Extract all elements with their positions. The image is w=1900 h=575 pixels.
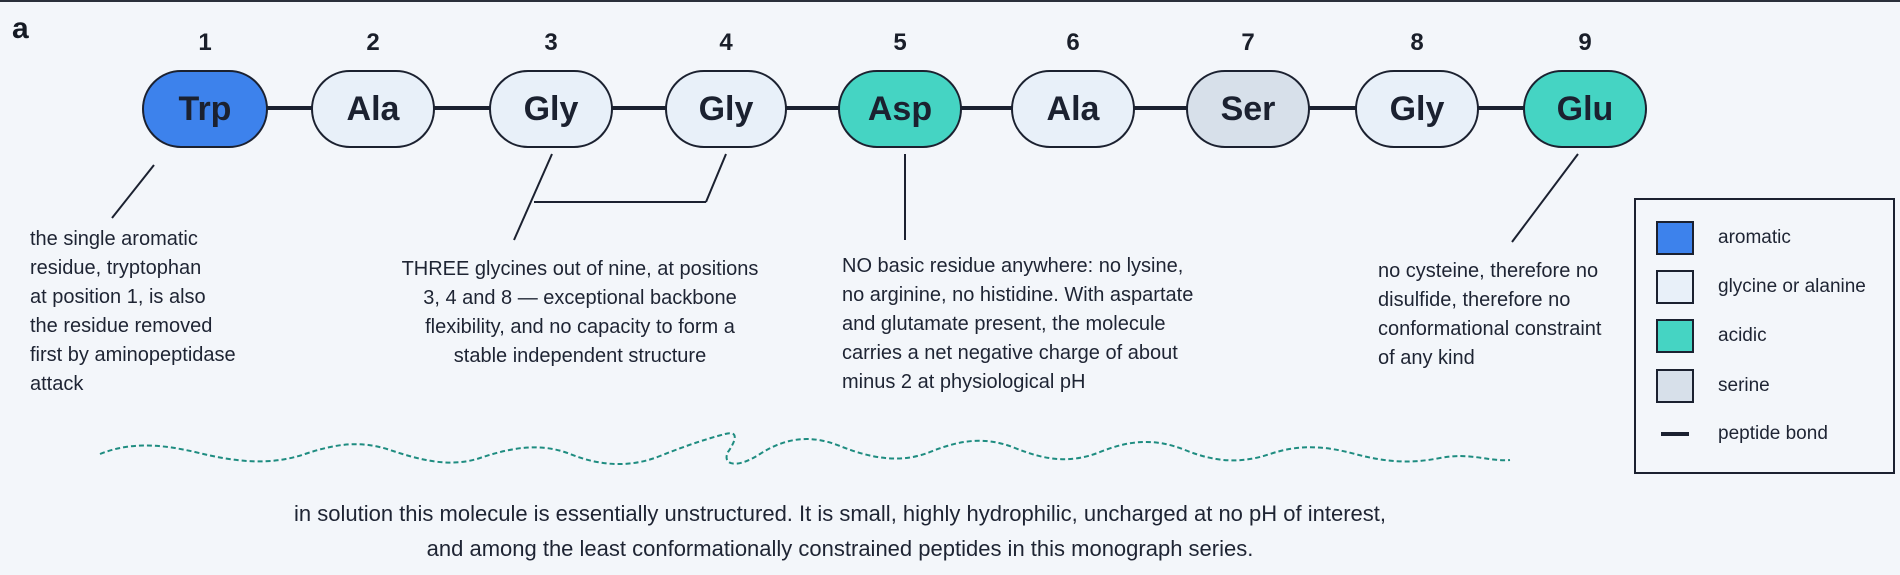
trp-annotation-line: attack	[30, 373, 84, 395]
legend-label: acidic	[1718, 325, 1767, 346]
residue-gly: Gly	[489, 70, 613, 148]
residue-ala: Ala	[1011, 70, 1135, 148]
trp-annotation-line: the residue removed	[30, 315, 213, 337]
gly-annotation-line: flexibility, and no capacity to form a	[425, 316, 735, 338]
caption-line: in solution this molecule is essentially…	[294, 501, 1386, 526]
gly3-leader-line	[513, 153, 553, 241]
peptide-bond	[785, 106, 840, 110]
unstructured-wave	[99, 432, 1511, 465]
panel-label: a	[12, 12, 29, 45]
legend-swatch	[1656, 369, 1694, 403]
legend-swatch	[1656, 432, 1694, 436]
residue-glu: Glu	[1523, 70, 1647, 148]
asp-annotation-line: no arginine, no histidine. With aspartat…	[842, 284, 1194, 306]
gly-annotation-line: THREE glycines out of nine, at positions	[401, 258, 759, 280]
legend-item-aromatic: aromatic	[1656, 220, 1791, 256]
glu-annotation: no cysteine, therefore no disulfide, the…	[1378, 257, 1601, 373]
asp-annotation: NO basic residue anywhere: no lysine, no…	[842, 252, 1193, 397]
position-number: 2	[366, 29, 380, 56]
legend-swatch	[1656, 221, 1694, 255]
gly4-leader-line	[705, 153, 727, 203]
peptide-bond	[611, 106, 667, 110]
legend: aromatic glycine or alanine acidic serin…	[1634, 198, 1895, 474]
trp-annotation-line: the single aromatic	[30, 228, 198, 250]
trp-annotation-line: residue, tryptophan	[30, 257, 202, 279]
position-number: 6	[1066, 29, 1080, 56]
legend-label: serine	[1718, 375, 1770, 396]
position-number: 9	[1578, 29, 1592, 56]
residue-ser: Ser	[1186, 70, 1310, 148]
residue-gly: Gly	[1355, 70, 1479, 148]
peptide-bond	[1308, 106, 1357, 110]
caption-line: and among the least conformationally con…	[426, 536, 1254, 561]
trp-annotation: the single aromatic residue, tryptophan …	[30, 225, 236, 399]
asp-annotation-line: and glutamate present, the molecule	[842, 313, 1166, 335]
legend-item-peptide-bond: peptide bond	[1656, 416, 1828, 452]
residue-gly: Gly	[665, 70, 787, 148]
glu-annotation-line: no cysteine, therefore no	[1378, 260, 1599, 282]
legend-label: glycine or alanine	[1718, 276, 1866, 297]
trp-annotation-line: at position 1, is also	[30, 286, 206, 308]
gly-annotation-line: stable independent structure	[453, 345, 707, 367]
legend-item-serine: serine	[1656, 368, 1770, 404]
legend-item-acidic: acidic	[1656, 318, 1767, 354]
position-number: 5	[893, 29, 907, 56]
legend-swatch	[1656, 319, 1694, 353]
peptide-bond	[1477, 106, 1525, 110]
position-number: 7	[1241, 29, 1255, 56]
trp-annotation-line: first by aminopeptidase	[30, 344, 236, 366]
legend-item-glycine-alanine: glycine or alanine	[1656, 269, 1866, 305]
peptide-bond	[433, 106, 491, 110]
legend-label: peptide bond	[1718, 423, 1828, 444]
position-number: 4	[719, 29, 733, 56]
gly-annotation: THREE glycines out of nine, at positions…	[390, 255, 770, 371]
legend-label: aromatic	[1718, 227, 1791, 248]
peptide-bond	[960, 106, 1013, 110]
asp-annotation-line: minus 2 at physiological pH	[842, 371, 1086, 393]
glu-annotation-line: disulfide, therefore no	[1378, 289, 1571, 311]
caption: in solution this molecule is essentially…	[200, 496, 1480, 566]
gly-annotation-line: 3, 4 and 8 — exceptional backbone	[423, 287, 737, 309]
peptide-bond	[1133, 106, 1188, 110]
glu-annotation-line: of any kind	[1378, 347, 1475, 369]
peptide-bond	[266, 106, 313, 110]
position-number: 3	[544, 29, 558, 56]
legend-swatch	[1656, 270, 1694, 304]
residue-asp: Asp	[838, 70, 962, 148]
position-number: 8	[1410, 29, 1424, 56]
asp-annotation-line: NO basic residue anywhere: no lysine,	[842, 255, 1184, 277]
trp-leader-line	[111, 164, 155, 219]
glu-leader-line	[1511, 153, 1579, 243]
residue-trp: Trp	[142, 70, 268, 148]
position-number: 1	[198, 29, 212, 56]
residue-ala: Ala	[311, 70, 435, 148]
glu-annotation-line: conformational constraint	[1378, 318, 1602, 340]
asp-annotation-line: carries a net negative charge of about	[842, 342, 1178, 364]
